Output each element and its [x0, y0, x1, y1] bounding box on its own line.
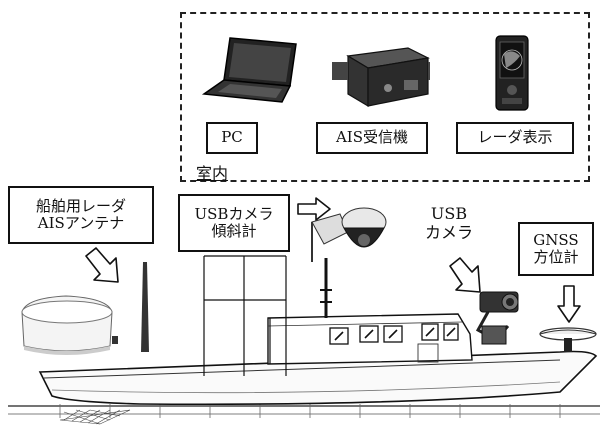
gnss-compass-label-line2: 方位計	[533, 248, 579, 266]
ais-receiver-icon	[332, 47, 430, 108]
usb-camera-label-line2: カメラ	[424, 223, 473, 243]
arrow-to-gnss-icon	[557, 285, 581, 323]
usb-camera-inclinometer-label-box: USBカメラ 傾斜計	[178, 194, 290, 252]
indoor-area-label: 室内	[196, 164, 229, 183]
radar-antenna-label-box: 船舶用レーダ AISアンテナ	[8, 186, 154, 244]
radar-display-icon	[495, 35, 529, 111]
arrow-to-radar-icon	[85, 247, 119, 283]
indoor-area-box	[180, 12, 590, 182]
usb-camera-label: USB カメラ	[404, 204, 494, 242]
radar-antenna-label-line2: AISアンテナ	[37, 214, 125, 232]
ais-receiver-label: AIS受信機	[335, 128, 409, 147]
radar-antenna-label-line1: 船舶用レーダ	[35, 196, 126, 215]
arrow-to-dome-camera-icon	[297, 197, 331, 221]
usb-camera-label-line1: USB	[430, 204, 468, 223]
radar-display-label: レーダ表示	[477, 128, 553, 147]
radar-display-label-box: レーダ表示	[456, 122, 574, 154]
gnss-compass-label-line1: GNSS	[533, 230, 579, 249]
laptop-icon	[201, 37, 297, 103]
gnss-compass-label-box: GNSS 方位計	[518, 222, 594, 276]
usb-camera-inclinometer-label-line1: USBカメラ	[194, 204, 274, 223]
arrow-to-usb-camera-icon	[449, 257, 481, 293]
pc-label-box: PC	[206, 122, 258, 154]
pc-label: PC	[221, 128, 243, 147]
usb-camera-inclinometer-label-line2: 傾斜計	[211, 222, 257, 240]
ais-receiver-label-box: AIS受信機	[316, 122, 428, 154]
